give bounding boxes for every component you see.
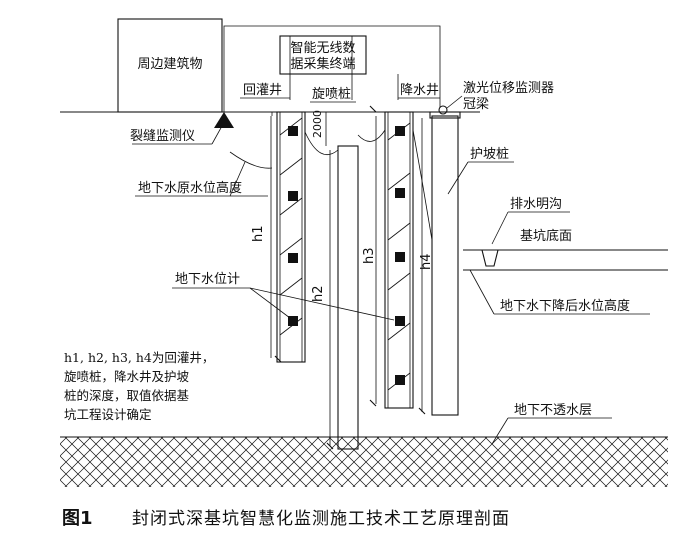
impermeable-leader xyxy=(491,417,509,445)
recharge-foot-mark xyxy=(274,355,282,363)
dewatering-gauge-2 xyxy=(395,188,405,198)
recharge-well-label: 回灌井 xyxy=(243,83,282,98)
laser-leader xyxy=(446,95,463,109)
note-line-3: 桩的深度，取值依据基 xyxy=(64,388,190,403)
note-line-4: 坑工程设计确定 xyxy=(64,407,152,422)
h2-label: h2 xyxy=(311,285,326,302)
h4-label: h4 xyxy=(419,253,434,270)
laser-monitor-icon xyxy=(438,105,448,115)
drain-ditch-leader xyxy=(491,211,509,245)
dewatering-well xyxy=(384,111,414,409)
water-gauge-label: 地下水位计 xyxy=(175,272,240,287)
dewatering-gauge-4 xyxy=(395,316,405,326)
dim-2000-label: 2000 xyxy=(311,110,324,138)
drain-ditch-shape xyxy=(476,249,504,267)
note-line-1: h1, h2, h3, h4为回灌井， xyxy=(64,350,214,365)
wire-building-laser xyxy=(223,25,441,112)
jet-foot-mark xyxy=(326,442,334,450)
recharge-well-filter-marks xyxy=(279,117,303,336)
lowered-water-level-curve xyxy=(357,129,433,241)
lowered-water-level-label: 地下水下降后水位高度 xyxy=(500,298,630,314)
slope-protection-pile xyxy=(431,115,459,416)
terminal-label-1: 智能无线数 xyxy=(290,41,355,56)
caption-number: 图1 xyxy=(62,508,93,529)
dewatering-gauge-3 xyxy=(395,252,405,262)
lowered-water-level-leader xyxy=(469,269,495,315)
terminal-box xyxy=(279,35,367,75)
dewatering-well-label: 降水井 xyxy=(400,83,439,98)
dewatering-gauge-1 xyxy=(395,126,405,136)
dewatering-gauge-5 xyxy=(395,375,405,385)
recharge-well xyxy=(276,111,306,363)
orig-water-level-curve xyxy=(229,131,339,169)
water-gauge-leader-1 xyxy=(249,287,291,319)
recharge-gauge-4 xyxy=(288,316,298,326)
recharge-gauge-1 xyxy=(288,126,298,136)
orig-water-level-label: 地下水原水位高度 xyxy=(138,180,242,196)
laser-monitor-label: 激光位移监测器 xyxy=(463,81,554,96)
water-gauge-leader-2 xyxy=(249,287,395,321)
slope-pile-leader xyxy=(447,161,469,195)
terminal-label-2: 据采集终端 xyxy=(290,56,355,72)
building-label: 周边建筑物 xyxy=(137,56,202,72)
drain-ditch-label: 排水明沟 xyxy=(510,197,562,212)
dewatering-foot-mark xyxy=(369,399,377,407)
impermeable-layer-hatch xyxy=(60,437,668,487)
pit-bottom-label: 基坑底面 xyxy=(520,228,572,244)
note-line-2: 旋喷桩，降水井及护坡 xyxy=(64,369,190,384)
slope-foot-mark xyxy=(418,407,426,415)
recharge-gauge-2 xyxy=(288,191,298,201)
crown-beam xyxy=(429,111,461,119)
h1-label: h1 xyxy=(251,225,266,242)
dewatering-top-mark xyxy=(369,105,377,113)
jet-grouting-pile xyxy=(337,145,359,450)
crack-monitor-leader xyxy=(211,125,223,145)
recharge-gauge-3 xyxy=(288,253,298,263)
crack-monitor-label: 裂缝监测仪 xyxy=(130,129,195,144)
crown-beam-label: 冠梁 xyxy=(463,97,489,112)
h3-label: h3 xyxy=(362,247,377,264)
caption-text: 封闭式深基坑智慧化监测施工技术工艺原理剖面 xyxy=(132,509,510,529)
jet-pile-label: 旋喷桩 xyxy=(312,87,351,102)
slope-pile-label: 护坡桩 xyxy=(470,147,509,162)
orig-water-level-leader xyxy=(229,161,246,197)
impermeable-layer-label: 地下不透水层 xyxy=(514,403,592,418)
building-box xyxy=(117,18,223,113)
crack-monitor-icon xyxy=(214,112,234,128)
